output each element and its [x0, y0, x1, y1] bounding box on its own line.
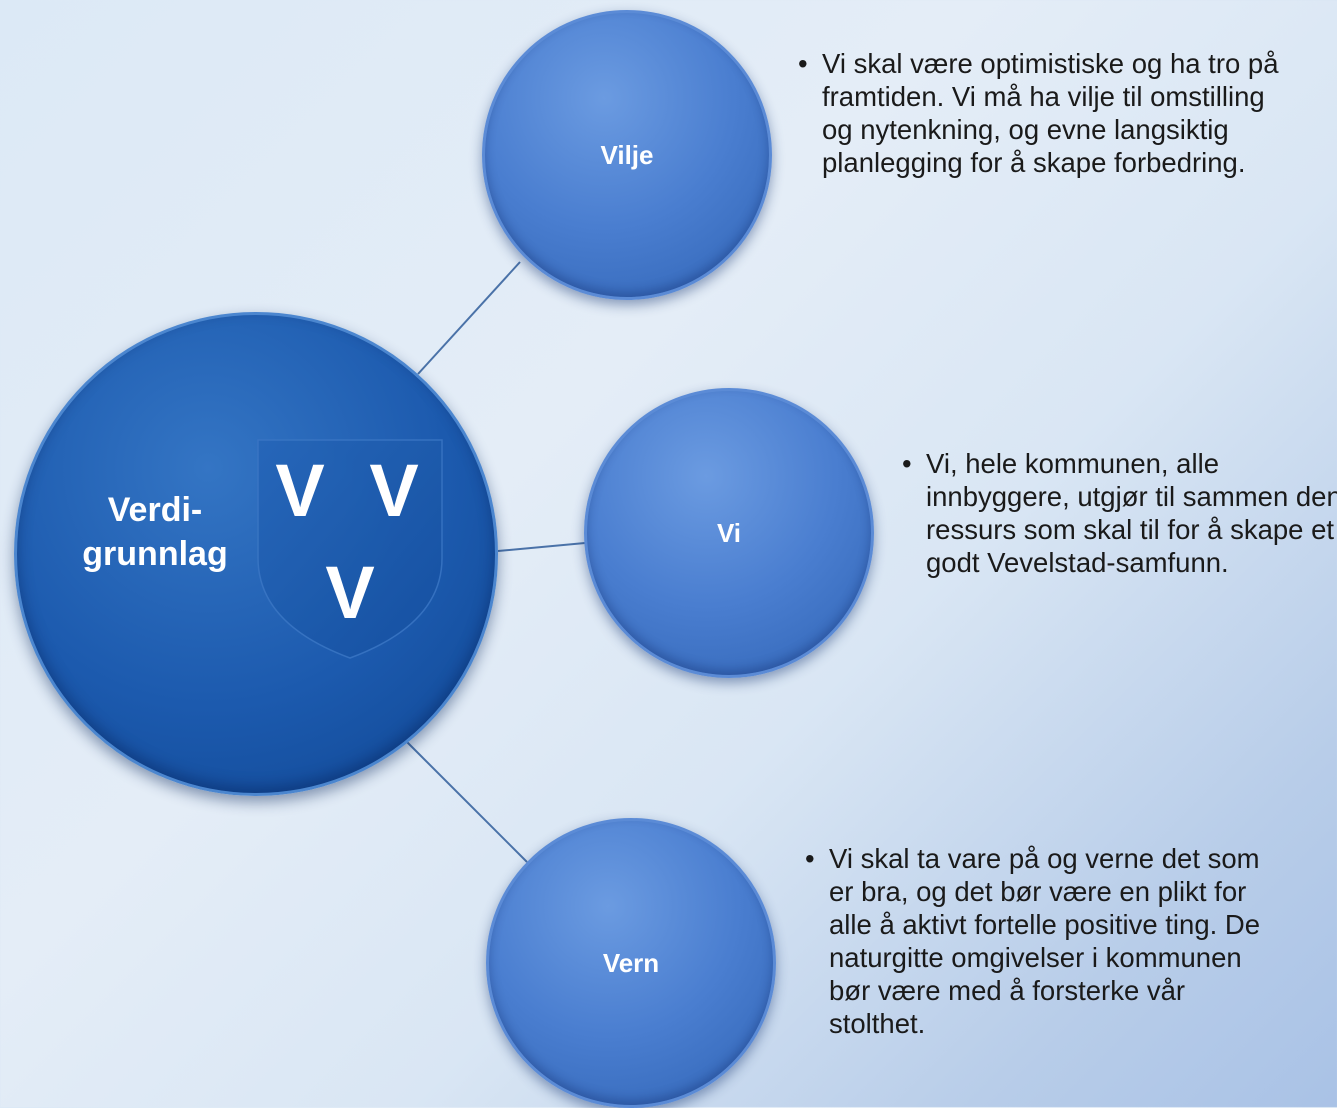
branch-label-vern: Vern — [602, 947, 660, 978]
coat-of-arms-three-v-icon: V V V — [257, 439, 443, 659]
branch-label-vi: Vi — [716, 517, 742, 548]
bullet-marker: • — [902, 448, 912, 479]
branch-description-vilje: • Vi skal være optimistiske og ha tro på… — [788, 47, 1292, 179]
emblem-letter-1: V — [275, 449, 324, 532]
emblem-letter-2: V — [369, 449, 418, 532]
center-node-label: Verdi- grunnlag — [62, 488, 248, 576]
bullet-marker: • — [798, 48, 808, 79]
branch-label-vilje: Vilje — [600, 139, 654, 170]
branch-description-text: Vi, hele kommunen, alle innbyggere, utgj… — [926, 448, 1337, 578]
bullet-marker: • — [805, 843, 815, 874]
emblem-letter-3: V — [325, 551, 374, 634]
branch-description-text: Vi skal ta vare på og verne det som er b… — [829, 843, 1261, 1039]
branch-description-text: Vi skal være optimistiske og ha tro på f… — [822, 48, 1279, 178]
branch-description-vi: • Vi, hele kommunen, alle innbyggere, ut… — [892, 447, 1337, 579]
center-label-line-1: Verdi- — [107, 491, 203, 529]
branch-node-vi: Vi — [584, 388, 874, 678]
connector-vilje — [417, 261, 521, 375]
center-label-line-2: grunnlag — [82, 535, 228, 573]
branch-description-vern: • Vi skal ta vare på og verne det som er… — [795, 842, 1289, 1040]
connector-vi — [497, 542, 586, 552]
branch-node-vern: Vern — [486, 818, 776, 1108]
branch-node-vilje: Vilje — [482, 10, 772, 300]
connector-vern — [406, 741, 528, 863]
